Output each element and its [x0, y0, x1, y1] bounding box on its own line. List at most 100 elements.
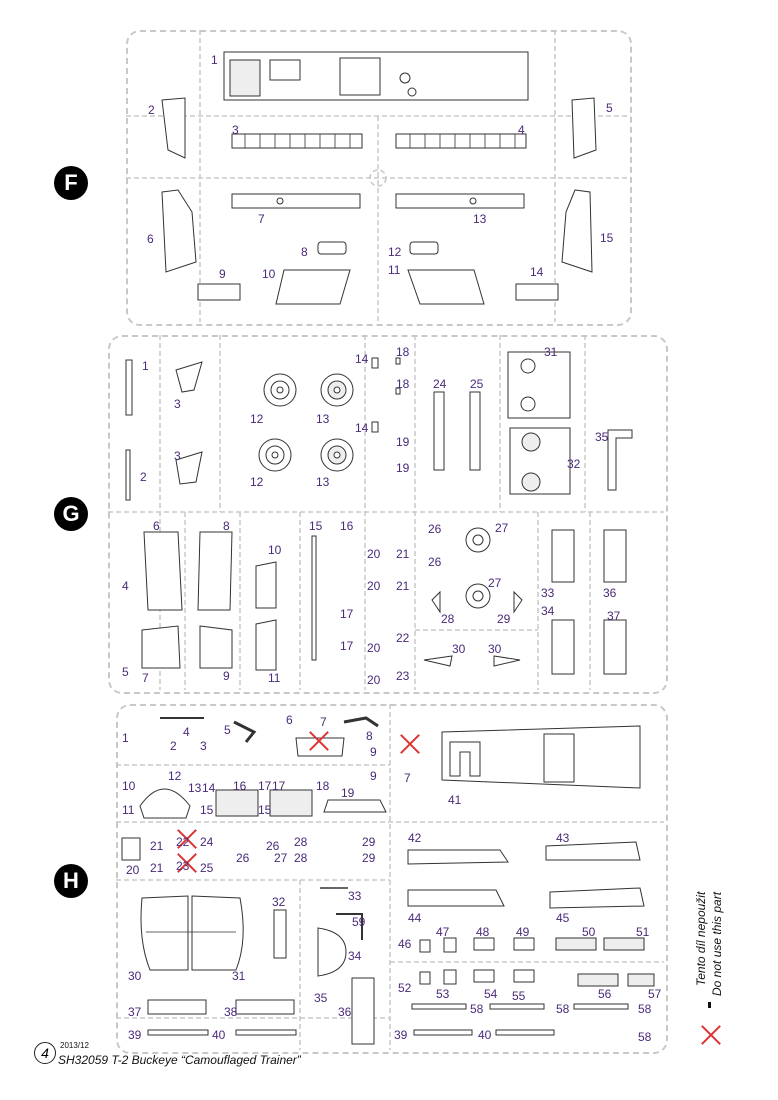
legend-en: Do not use this part — [710, 891, 724, 996]
g-label: 12 — [250, 412, 264, 426]
g-label: 30 — [452, 642, 466, 656]
g-label: 32 — [567, 457, 581, 471]
h-label: 49 — [516, 925, 530, 939]
legend-dash-icon — [708, 1002, 711, 1008]
part-h37 — [147, 999, 207, 1015]
g-label: 20 — [367, 673, 381, 687]
f-label: 3 — [232, 123, 239, 137]
g-label: 29 — [497, 612, 511, 626]
f-label: 2 — [148, 103, 155, 117]
h-label: 10 — [122, 779, 136, 793]
part-g36 — [603, 529, 627, 583]
footer-title-text: SH32059 T-2 Buckeye “Camouflaged Trainer… — [58, 1053, 301, 1067]
h-label: 26 — [266, 839, 280, 853]
h-label: 19 — [341, 786, 355, 800]
g-label: 10 — [268, 543, 282, 557]
part-f8 — [317, 241, 347, 255]
part-h44 — [407, 889, 505, 907]
g-label: 30 — [488, 642, 502, 656]
g-label: 1 — [142, 359, 149, 373]
f-label: 8 — [301, 245, 308, 259]
g-label: 2 — [140, 470, 147, 484]
h-label: 13 — [188, 781, 202, 795]
h-label: 6 — [286, 713, 293, 727]
g-label: 21 — [396, 547, 410, 561]
part-h42 — [407, 849, 509, 865]
h-label: 47 — [436, 925, 450, 939]
part-g2 — [125, 449, 131, 501]
g-label: 26 — [428, 555, 442, 569]
h-label: 34 — [348, 949, 362, 963]
g-label: 20 — [367, 579, 381, 593]
h-label: 52 — [398, 981, 412, 995]
h-label: 56 — [598, 987, 612, 1001]
h-label: 46 — [398, 937, 412, 951]
h-label: 58 — [556, 1002, 570, 1016]
sprue-h-drawing — [116, 704, 664, 1050]
h-label: 57 — [648, 987, 662, 1001]
g-label: 9 — [223, 669, 230, 683]
g-label: 16 — [340, 519, 354, 533]
g-label: 25 — [470, 377, 484, 391]
h-label: 28 — [294, 835, 308, 849]
h-label: 48 — [476, 925, 490, 939]
g-label: 24 — [433, 377, 447, 391]
h-label: 45 — [556, 911, 570, 925]
legend: Tento díl nepoužit Do not use this part — [676, 878, 726, 1058]
g-label: 15 — [309, 519, 323, 533]
g-label: 20 — [367, 547, 381, 561]
sprue-label-f: F — [54, 166, 88, 200]
part-h40 — [235, 1029, 297, 1036]
part-g25 — [469, 391, 481, 471]
part-f7 — [231, 193, 361, 209]
h-label: 58 — [638, 1002, 652, 1016]
g-label: 14 — [355, 421, 369, 435]
g-label: 8 — [223, 519, 230, 533]
h-label: 3 — [200, 739, 207, 753]
part-g15 — [311, 535, 317, 661]
h-label: 8 — [366, 729, 373, 743]
part-h38 — [235, 999, 295, 1015]
f-label: 13 — [473, 212, 487, 226]
h-label: 7 — [320, 715, 327, 729]
part-g13-wheel — [320, 373, 354, 472]
part-g9 — [199, 625, 233, 669]
part-h45 — [549, 887, 645, 909]
f-label: 4 — [518, 123, 525, 137]
h-label: 24 — [200, 835, 214, 849]
part-h10 — [139, 788, 191, 819]
g-label: 13 — [316, 475, 330, 489]
h-label: 33 — [348, 889, 362, 903]
g-label: 18 — [396, 345, 410, 359]
part-f10 — [275, 269, 351, 305]
g-label: 17 — [340, 607, 354, 621]
h-label: 27 — [274, 851, 288, 865]
g-label: 27 — [488, 576, 502, 590]
h-label: 11 — [122, 803, 135, 817]
h-label: 54 — [484, 987, 498, 1001]
h-label: 43 — [556, 831, 570, 845]
part-h32 — [273, 909, 287, 959]
g-label: 4 — [122, 579, 129, 593]
part-g1 — [125, 359, 133, 416]
h-label: 21 — [150, 861, 164, 875]
h-label: 36 — [338, 1005, 352, 1019]
footer-date: 2013/12 — [60, 1041, 89, 1050]
footer-title: 2013/12 SH32059 T-2 Buckeye “Camouflaged… — [58, 1041, 301, 1067]
g-label: 23 — [396, 669, 410, 683]
part-f13 — [395, 193, 525, 209]
h-label: 41 — [448, 793, 462, 807]
sprue-label-h: H — [54, 864, 88, 898]
part-g33 — [551, 529, 575, 583]
sprue-frame-g — [108, 335, 668, 694]
part-h39 — [147, 1029, 209, 1036]
h-label: 7 — [404, 771, 411, 785]
page-number: 4 — [34, 1042, 56, 1064]
h-label: 20 — [126, 863, 140, 877]
h-label: 4 — [183, 725, 190, 739]
f-label: 1 — [211, 53, 218, 67]
g-label: 3 — [174, 449, 181, 463]
h-label: 23 — [176, 859, 190, 873]
h-label: 15 — [200, 803, 214, 817]
legend-cz: Tento díl nepoužit — [694, 891, 708, 986]
